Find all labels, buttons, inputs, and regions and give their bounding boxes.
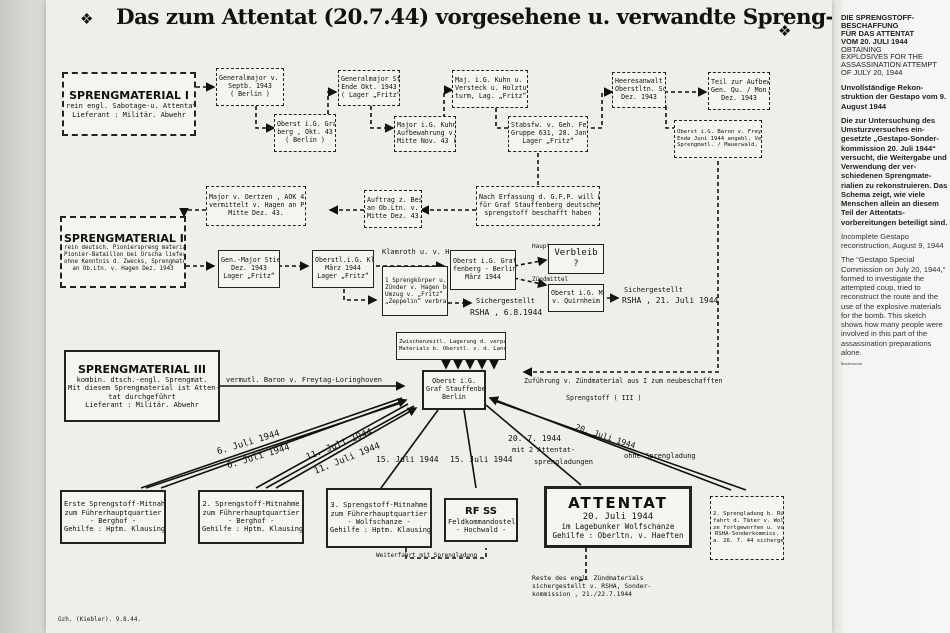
second-charge-box: 2. Sprengladung b. Rück-fahrt d. Täter v…: [710, 496, 784, 560]
date-label-7c: sprengladungen: [534, 458, 594, 466]
row1-stauffenberg-box: Oberst i.G. Graf Stauffen-berg , Okt. 43…: [274, 114, 336, 152]
poster-title: Das zum Attentat (20.7.44) vorgesehene u…: [116, 4, 832, 29]
row1-kuhn-hagen-box: Maj. i.G. Kuhn u. Ob.Lt v. HagenVersteck…: [452, 70, 528, 108]
row1-treskow-box: Generalmajor v. TreskowSeptb. 1943( Berl…: [216, 68, 284, 106]
row2-gfp-kuhn-box: Nach Erfassung d. G.F.P. will Maj.i.G. K…: [476, 186, 600, 226]
zufuehrung-label-1: Zuführung v. Zündmaterial aus I zum neub…: [524, 377, 723, 385]
caption-subtitle-de: Unvollständige Rekon­struktion der Gesta…: [841, 83, 947, 111]
caption-subtitle-en: Incomplete Gestapo reconstruction, Augus…: [841, 231, 944, 250]
sprengmaterial-2-box: SPRENGMATERIAL II rein deutsch. Pioniers…: [60, 216, 186, 288]
zuendmittel-label: Zündmittel: [532, 276, 569, 283]
weiterfahrt-label: Weiterfahrt mit Sprengladung: [376, 552, 478, 559]
sichergestellt-label-2: Sichergestellt: [624, 286, 684, 294]
row1-freytag-box: Oberst i.G. Baron v. Freytag-Loringhoven…: [674, 120, 762, 158]
zwischenlagerung-box: Zwischenzeitl. Lagerung d. verpacktenMat…: [396, 332, 506, 360]
connector-lines: [140, 82, 747, 581]
date-label-7b: mit 2 Attentat-: [512, 446, 576, 454]
poster-footer: Gzh. (Kiebler). 9.8.44.: [58, 616, 142, 623]
ornament-star-left: ❖: [80, 11, 94, 28]
row3-verbleib-box: Verbleib?: [548, 244, 604, 274]
sichergestellt-label-1: Sichergestellt: [476, 297, 536, 305]
caption-body-de: Die zur Untersuchung des Umsturzversuche…: [841, 115, 948, 227]
date-label-6: 15. Juli 1944: [450, 455, 513, 464]
row3-mertz-box: Oberst i.G. Mertzv. Quirnheim: [548, 284, 604, 312]
row2-oertzen-box: Major v. Oertzen , AOK 4 (Orscha)vermitt…: [206, 186, 306, 226]
zufuehrung-label-2: Sprengstoff ( III ): [566, 394, 642, 402]
vermutl-freytag-label: vermutl. Baron v. Freytag-Loringhoven: [226, 376, 382, 384]
rsha-date-1: RSHA , 6.8.1944: [470, 308, 543, 317]
sprengmaterial-1-box: SPRENGMATERIAL I rein engl. Sabotage-u. …: [62, 72, 196, 136]
date-label-5: 15. Juli 1944: [376, 455, 439, 464]
row2-auftrag-box: Auftrag z. Beschaffgan Ob.Ltn. v. HagenM…: [364, 190, 422, 228]
date-label-7: 20. 7. 1944: [508, 434, 561, 443]
row3-hagen-box: 1 Sprengkörper u. 2 Pack.Zünder v. Hagen…: [382, 266, 448, 316]
row1-okh-box: Teil zur Aufbewahrung zuGen. Qu. / Mon. …: [708, 72, 770, 110]
rsha-date-2: RSHA , 21. Juli 1944: [622, 296, 719, 305]
gestapo-diagram-poster: ❖ Das zum Attentat (20.7.44) vorgesehene…: [46, 0, 832, 633]
row1-gfp-box: Stabsfw. v. Geh. Feld-PolizeiGruppe 631,…: [508, 116, 588, 152]
date-label-8b: ohne Sprengladung: [624, 452, 696, 460]
caption-credit: Bundesarchiv: [841, 362, 863, 366]
ornament-star-right: ❖: [778, 23, 792, 40]
caption-body-en: The “Gestapo Special Commission on July …: [841, 255, 946, 357]
sprengmaterial-3-box: SPRENGMATERIAL III kombin. dtsch.-engl. …: [64, 350, 220, 422]
row3-stauffenberg-box: Oberst i.G. Graf Stauf-fenberg - Berlin-…: [450, 250, 516, 290]
row1-schrader-box: Heeresanwalt (Abw.)Oberstltn. SchraderDe…: [612, 72, 666, 108]
row1-stieff-box: Generalmajor StieffEnde Okt. 1943( Lager…: [338, 70, 400, 106]
stauffenberg-berlin-box: Oberst i.G.Graf StauffenbergBerlin: [422, 370, 486, 410]
klamroth-hagen-label: Klamroth u. v. Hagen: [382, 248, 467, 256]
